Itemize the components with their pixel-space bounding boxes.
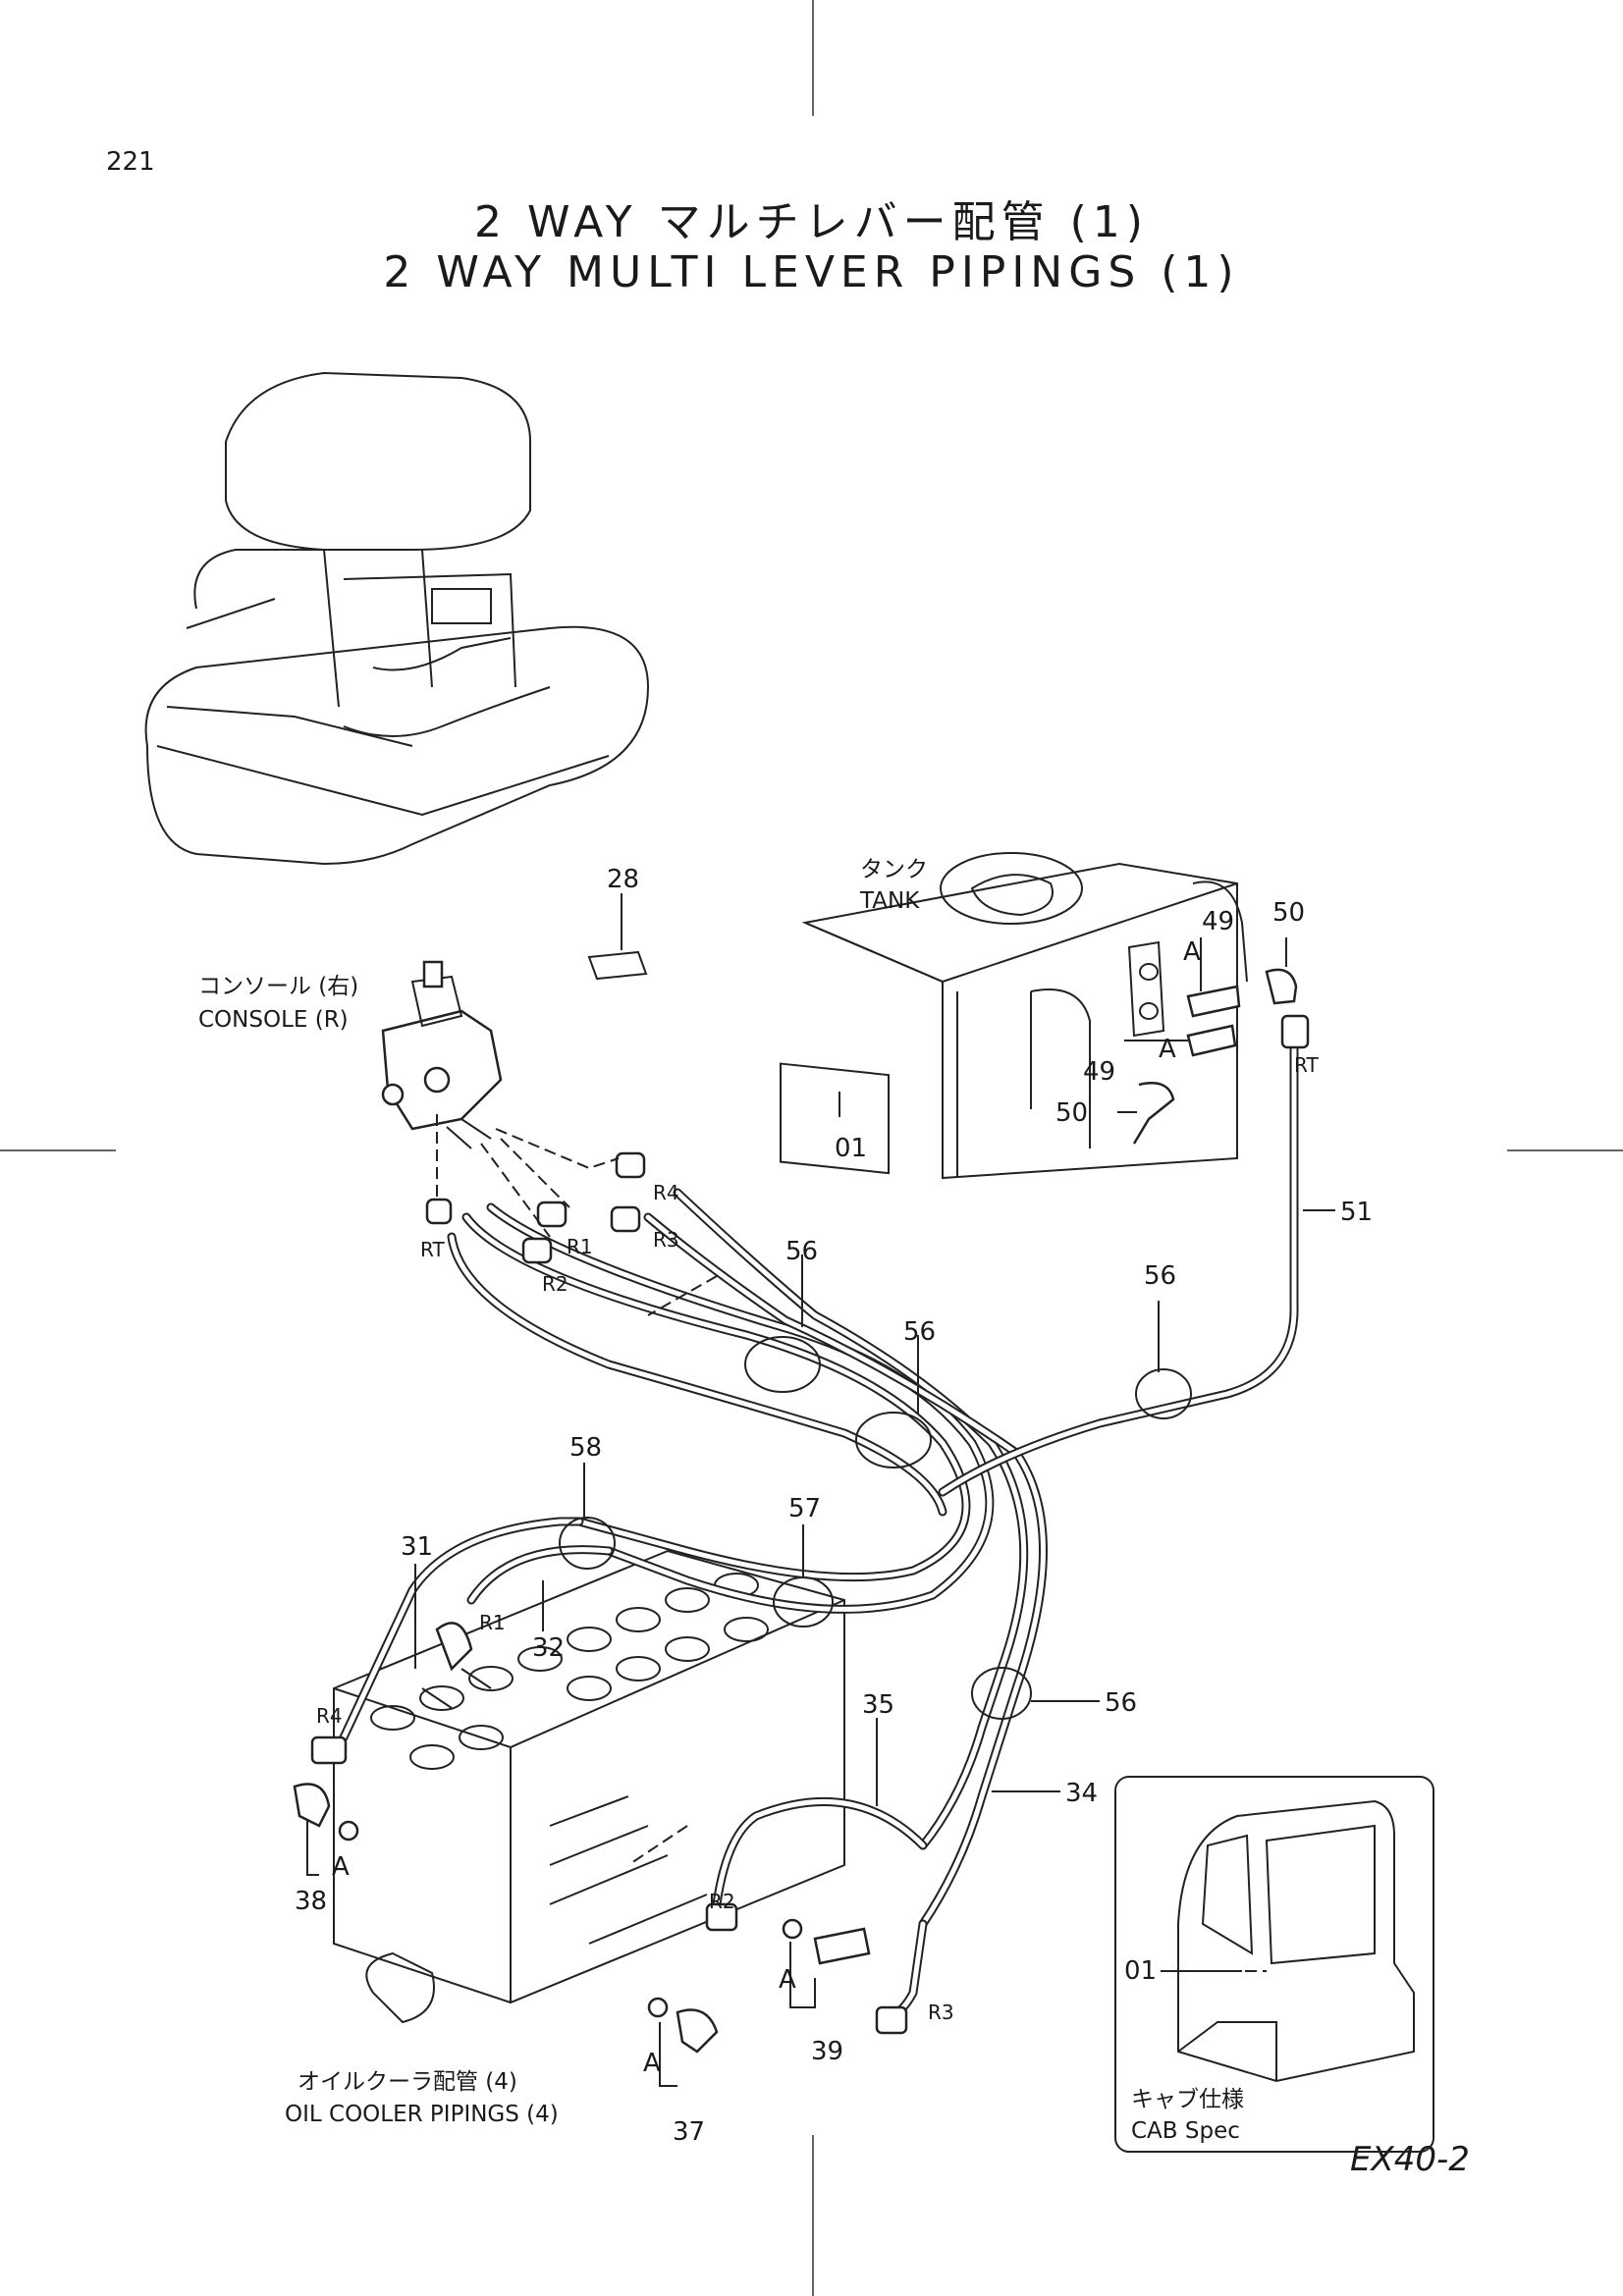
port-r1-valve: R1 (479, 1611, 506, 1634)
cab-caption-en: CAB Spec (1131, 2118, 1240, 2144)
part-28-label-sticker (587, 950, 648, 981)
cab-caption-ja: キャブ仕様 (1131, 2087, 1244, 2112)
cab-spec-inset: 01 キャブ仕様 CAB Spec (1114, 1776, 1434, 2153)
part-51-callout: 51 (1340, 1198, 1373, 1227)
port-r2-console: R2 (542, 1272, 568, 1296)
console-caption-ja: コンソール (右) (198, 974, 358, 999)
part-01-callout: 01 (835, 1134, 867, 1163)
part-38-callout: 38 (295, 1887, 327, 1916)
oil-cooler-caption-ja: オイルクーラ配管 (4) (298, 2069, 517, 2095)
part-39-callout: 39 (811, 2037, 843, 2066)
console-r-illustration (381, 960, 503, 1149)
port-rt-console: RT (420, 1238, 445, 1261)
hydraulic-tank-illustration (801, 852, 1248, 1180)
part-57-callout: 57 (788, 1494, 821, 1523)
part-34-callout: 34 (1065, 1779, 1098, 1808)
title-japanese: 2 WAY マルチレバー配管 (1) (474, 197, 1149, 247)
hose-clamps (559, 1336, 1192, 1720)
part-56-b-callout: 56 (903, 1317, 936, 1347)
tank-caption-ja: タンク (860, 857, 928, 882)
port-r1-console: R1 (567, 1235, 593, 1258)
port-r3-valve: R3 (928, 2001, 954, 2024)
part-01-plate (780, 1062, 890, 1175)
part-50-top-callout: 50 (1272, 898, 1305, 928)
port-rt-tank: RT (1294, 1053, 1319, 1077)
part-31-callout: 31 (401, 1532, 433, 1562)
part-37-callout: 37 (673, 2117, 705, 2147)
page-number: 221 (106, 147, 155, 177)
part-49-top-callout: 49 (1202, 907, 1234, 936)
detail-a-38: A (332, 1852, 350, 1882)
detail-a-37: A (643, 2049, 661, 2078)
model-code: EX40-2 (1350, 2140, 1470, 2179)
fittings (293, 968, 1310, 2054)
part-56-a-callout: 56 (785, 1237, 818, 1266)
hose-35 (712, 1796, 928, 1909)
port-r4-valve: R4 (316, 1704, 343, 1728)
port-r4-console: R4 (653, 1181, 679, 1204)
part-01-cab-callout: 01 (1124, 1956, 1157, 1986)
part-32-callout: 32 (532, 1633, 565, 1663)
machine-overview-illustration (144, 371, 650, 866)
detail-a-tank-bottom: A (1159, 1035, 1176, 1064)
part-28-callout: 28 (607, 865, 639, 894)
part-56-d-callout: 56 (1105, 1688, 1137, 1718)
title-english: 2 WAY MULTI LEVER PIPINGS (1) (383, 247, 1240, 297)
tank-caption-en: TANK (859, 888, 920, 914)
part-50-bottom-callout: 50 (1055, 1098, 1088, 1128)
port-r3-console: R3 (653, 1228, 679, 1252)
oil-cooler-caption-en: OIL COOLER PIPINGS (4) (285, 2102, 559, 2127)
part-56-c-callout: 56 (1144, 1261, 1176, 1291)
part-49-bottom-callout: 49 (1083, 1057, 1115, 1087)
connection-dashes (436, 1114, 718, 1866)
detail-a-tank-top: A (1183, 937, 1201, 967)
console-caption-en: CONSOLE (R) (198, 1007, 349, 1033)
leader-lines (306, 937, 1335, 2087)
part-58-callout: 58 (569, 1433, 602, 1463)
port-r2-valve: R2 (709, 1890, 735, 1913)
part-35-callout: 35 (862, 1690, 894, 1720)
control-valve-bank-illustration (333, 1549, 845, 2024)
detail-a-39: A (779, 1965, 796, 1995)
